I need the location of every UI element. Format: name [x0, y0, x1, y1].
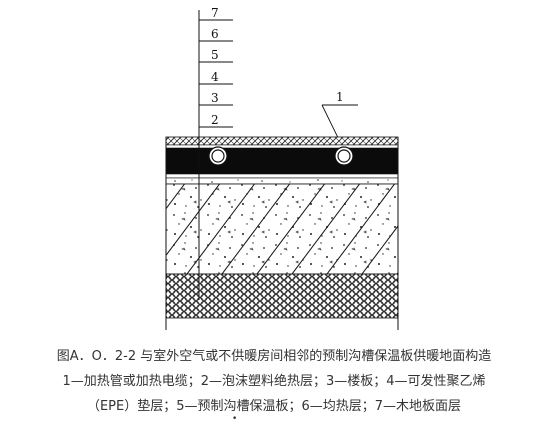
epe-cushion-layer	[165, 173, 399, 179]
floor-construction-diagram: 7 6 5 4 3 2 1	[165, 6, 399, 330]
foam-insulation-layer	[165, 273, 399, 319]
figure-caption-legend-line1: 1—加热管或加热电缆；2—泡沫塑料绝热层；3—楼板；4—可发性聚乙烯	[62, 374, 486, 389]
concrete-floor-slab	[165, 183, 399, 275]
epe-cushion-dots	[174, 179, 389, 183]
layer-number-5: 5	[211, 48, 219, 62]
grooved-insulation-board	[166, 148, 398, 174]
layer-number-4: 4	[211, 70, 219, 84]
heating-pipe-left	[208, 146, 228, 166]
figure-caption-legend-line2: （EPE）垫层；5—预制沟槽保温板；6—均热层；7—木地板面层	[86, 399, 462, 414]
figure-caption-title: 图A．O．2-2 与室外空气或不供暖房间相邻的预制沟槽保温板供暖地面构造	[56, 349, 492, 364]
layer-number-7: 7	[211, 6, 219, 20]
heating-pipe-right	[334, 146, 354, 166]
layer-number-6: 6	[211, 27, 219, 41]
bottom-dot-mark: •	[232, 414, 238, 424]
layer-number-2: 2	[211, 113, 219, 127]
layer-number-stack: 7 6 5 4 3 2	[199, 6, 233, 128]
wood-floor-layer	[165, 136, 399, 146]
layer-number-3: 3	[211, 91, 219, 105]
heat-spreading-layer	[165, 144, 399, 149]
callout-number-1: 1	[336, 90, 344, 104]
